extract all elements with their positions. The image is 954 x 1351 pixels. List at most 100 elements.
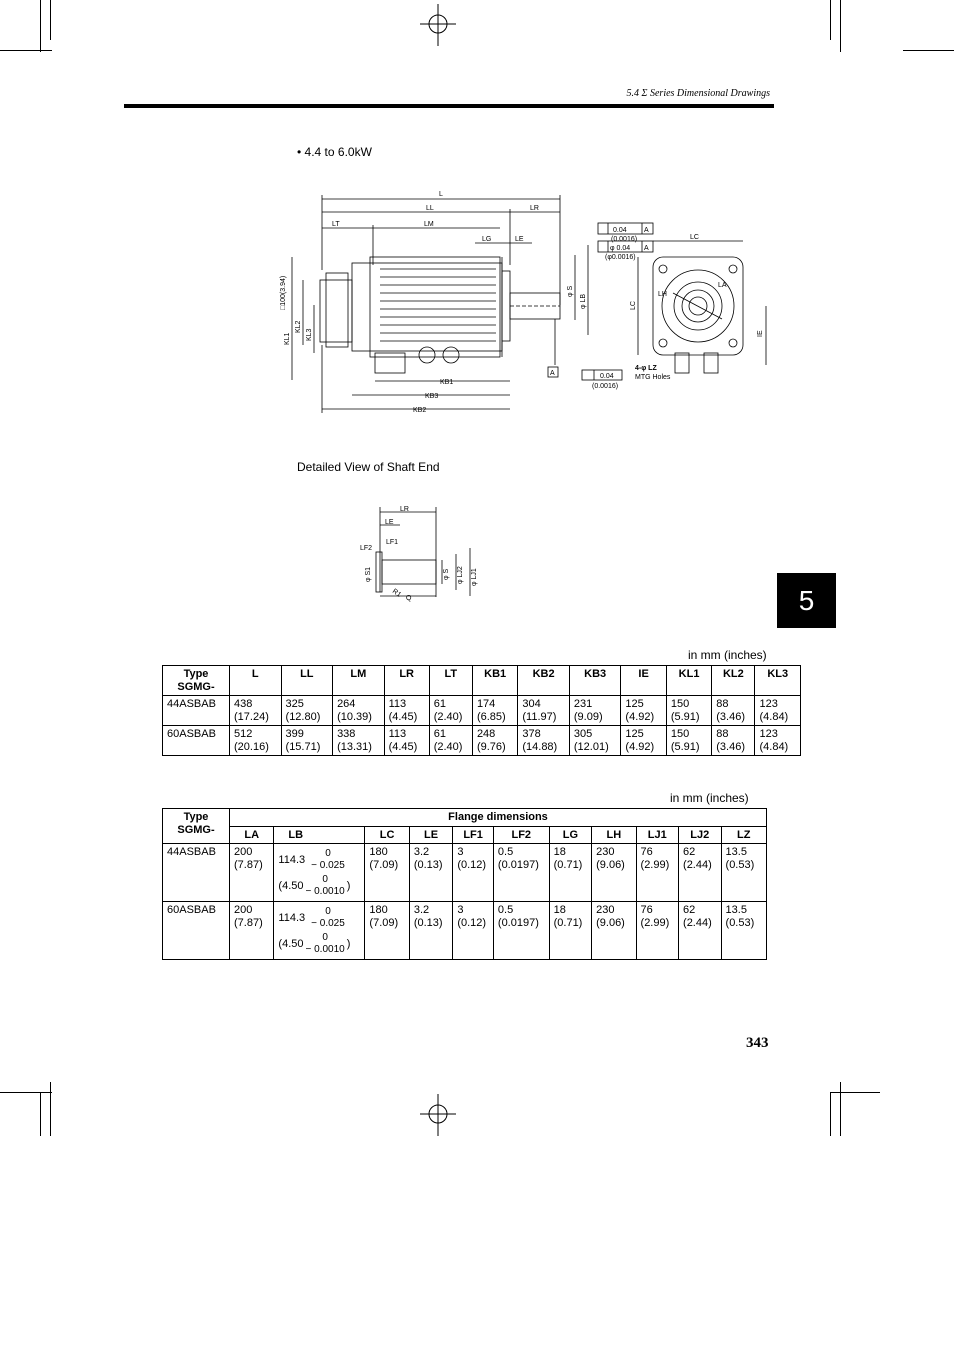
table2-header: LB bbox=[273, 825, 366, 844]
table-cell: 150 (5.91) bbox=[665, 725, 713, 756]
table1-header: KB1 bbox=[471, 665, 519, 696]
lb-inch-close: ) bbox=[346, 937, 351, 950]
table-row: 60ASBAB 512 (20.16) 399 (15.71) 338 (13.… bbox=[162, 725, 801, 756]
table-cell: 76 (2.99) bbox=[635, 843, 680, 902]
chapter-tab: 5 bbox=[777, 573, 836, 628]
table2-header: LA bbox=[228, 825, 275, 844]
table1-header: LT bbox=[428, 665, 473, 696]
table-cell: 0.5 (0.0197) bbox=[492, 843, 550, 902]
table2-type-header: Type SGMG- bbox=[162, 808, 230, 844]
shaft-LJ1-label: φ LJ1 bbox=[471, 568, 478, 586]
lb-mm-lower: − 0.025 bbox=[311, 918, 345, 929]
table-cell: 13.5 (0.53) bbox=[720, 843, 768, 902]
table-cell: 3.2 (0.13) bbox=[408, 901, 454, 960]
table-cell: 61 (2.40) bbox=[428, 695, 473, 726]
table1-header: LR bbox=[383, 665, 430, 696]
shaft-R1-label: R1 bbox=[391, 588, 402, 599]
shaft-Q-label: Q bbox=[406, 595, 412, 602]
lb-tolerance-cell: 114.3 0 − 0.025 (4.50 0 − 0.0010 ) bbox=[273, 843, 366, 902]
table-cell: 44ASBAB bbox=[162, 843, 230, 902]
table2-header-row: LA LB LC LE LF1 LF2 LG LH LJ1 LJ2 LZ bbox=[163, 825, 768, 844]
lb-inch-value: (4.50 bbox=[278, 937, 304, 950]
table-cell: 18 (0.71) bbox=[548, 843, 593, 902]
table1-header: KB3 bbox=[568, 665, 622, 696]
lb-mm-value: 114.3 bbox=[278, 853, 306, 866]
table1-header: KL3 bbox=[754, 665, 801, 696]
concentricity-value: φ 0.04 bbox=[610, 245, 630, 252]
motor-dimension-drawing: L LL LR LT LM LG LE LC φ S φ LB KL1 KL2 … bbox=[280, 191, 767, 414]
table-cell: 60ASBAB bbox=[162, 901, 230, 960]
table-cell: 113 (4.45) bbox=[383, 725, 430, 756]
table2-header: LG bbox=[548, 825, 593, 844]
table-cell: 88 (3.46) bbox=[711, 695, 756, 726]
dim-LH-label: LH bbox=[658, 291, 667, 298]
dim-LC-label: LC bbox=[690, 234, 699, 241]
lb-mm-upper: 0 bbox=[325, 906, 331, 917]
table1-header: KB2 bbox=[517, 665, 570, 696]
table-cell: 378 (14.88) bbox=[517, 725, 570, 756]
dim-box-label: □100(3.94) bbox=[280, 276, 287, 310]
table-cell: 13.5 (0.53) bbox=[720, 901, 768, 960]
datum-A-perp: A bbox=[644, 227, 649, 234]
dim-KB1-label: KB1 bbox=[440, 379, 453, 386]
page-number: 343 bbox=[746, 1035, 769, 1051]
table1-header: LL bbox=[280, 665, 334, 696]
dim-LL-label: LL bbox=[426, 205, 434, 212]
datum-A-label: A bbox=[550, 370, 555, 377]
table-cell: 305 (12.01) bbox=[568, 725, 622, 756]
table-cell: 180 (7.09) bbox=[364, 901, 410, 960]
concentricity-inch: (φ0.0016) bbox=[605, 254, 636, 261]
table-cell: 174 (6.85) bbox=[471, 695, 519, 726]
table1-header: IE bbox=[620, 665, 667, 696]
table-cell: 150 (5.91) bbox=[665, 695, 713, 726]
lb-inch-upper: 0 bbox=[322, 932, 328, 943]
table1-header: KL2 bbox=[711, 665, 756, 696]
table-cell: 200 (7.87) bbox=[228, 843, 275, 902]
table-cell: 3 (0.12) bbox=[452, 843, 494, 902]
shaft-S1-label: φ S1 bbox=[365, 567, 372, 582]
table-cell: 230 (9.06) bbox=[591, 843, 637, 902]
table1-header: L bbox=[229, 665, 282, 696]
dim-L-label: L bbox=[439, 191, 443, 198]
shaft-LE-label: LE bbox=[385, 519, 394, 526]
table-cell: 60ASBAB bbox=[162, 725, 230, 756]
table2-header: LE bbox=[408, 825, 454, 844]
shaft-LF2-label: LF2 bbox=[360, 545, 372, 552]
lb-mm-upper: 0 bbox=[325, 848, 331, 859]
table2-header: LH bbox=[591, 825, 637, 844]
table-cell: 44ASBAB bbox=[162, 695, 230, 726]
table-row: 44ASBAB 438 (17.24) 325 (12.80) 264 (10.… bbox=[162, 695, 801, 726]
table2-header: LC bbox=[364, 825, 410, 844]
shaft-detail-title: Detailed View of Shaft End bbox=[297, 460, 440, 474]
dim-LB-label: φ LB bbox=[580, 294, 587, 309]
dim-KB3-label: KB3 bbox=[425, 393, 438, 400]
lb-inch-close: ) bbox=[346, 879, 351, 892]
table-cell: 3.2 (0.13) bbox=[408, 843, 454, 902]
table2-header: LF1 bbox=[452, 825, 494, 844]
perpendicularity-inch: (0.0016) bbox=[611, 236, 637, 243]
dim-LR-label: LR bbox=[530, 205, 539, 212]
header-rule bbox=[124, 104, 774, 108]
table-cell: 3 (0.12) bbox=[452, 901, 494, 960]
shaft-LF1-label: LF1 bbox=[386, 539, 398, 546]
dim-KL2-label: KL2 bbox=[295, 320, 302, 333]
table2-header: LJ2 bbox=[678, 825, 722, 844]
dim-LA-label: LA bbox=[718, 282, 727, 289]
flange-dimension-table: Type SGMG- Flange dimensions LA LB LC LE… bbox=[162, 808, 768, 960]
table-cell: 123 (4.84) bbox=[754, 725, 801, 756]
table-cell: 230 (9.06) bbox=[591, 901, 637, 960]
shaft-LJ2-label: φ LJ2 bbox=[457, 566, 464, 584]
table-row: 44ASBAB 200 (7.87) 114.3 0 − 0.025 (4.50… bbox=[162, 843, 768, 902]
table2-group-header: Flange dimensions bbox=[229, 808, 767, 827]
registration-mark-bottom bbox=[420, 1094, 456, 1136]
lb-mm-lower: − 0.025 bbox=[311, 860, 345, 871]
table2-group-header-row: Type SGMG- Flange dimensions bbox=[162, 808, 767, 844]
lb-inch-lower: − 0.0010 bbox=[305, 886, 345, 897]
table-cell: 62 (2.44) bbox=[678, 901, 722, 960]
table-cell: 399 (15.71) bbox=[280, 725, 334, 756]
runout-value: 0.04 bbox=[600, 373, 614, 380]
table-cell: 264 (10.39) bbox=[332, 695, 385, 726]
mtg-holes-sub: MTG Holes bbox=[635, 374, 671, 381]
table-cell: 88 (3.46) bbox=[711, 725, 756, 756]
table-row: 60ASBAB 200 (7.87) 114.3 0 − 0.025 (4.50… bbox=[162, 901, 768, 960]
